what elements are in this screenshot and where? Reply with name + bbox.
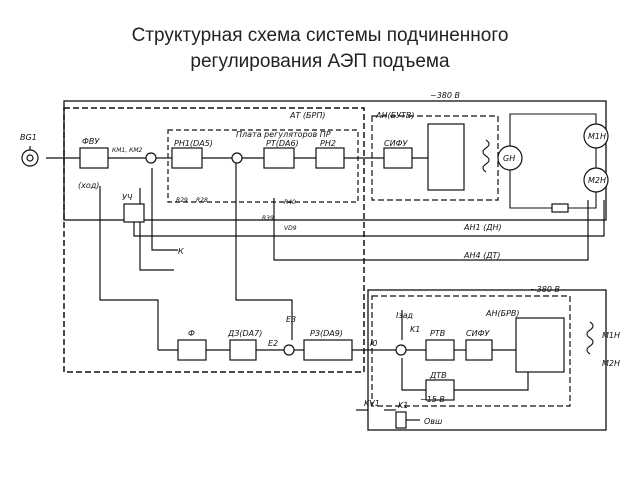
label-m15: −15 В xyxy=(420,395,445,404)
label-gn: GН xyxy=(503,154,515,163)
frame-an-brv xyxy=(371,295,571,407)
label-m2n: М2Н xyxy=(588,176,606,185)
label-an-butv: АН(БУТВ) xyxy=(375,111,414,120)
sensor-bg1 xyxy=(21,146,39,167)
label-plata: Плата регуляторов ПР xyxy=(236,130,331,139)
label-rtv: РТВ xyxy=(430,329,445,338)
label-r39: R39 xyxy=(262,215,274,222)
label-r40: R40 xyxy=(284,199,296,206)
label-an4-dt: АН4 (ДТ) xyxy=(463,251,501,260)
label-rn1: РН1(DA5) xyxy=(174,139,213,148)
sum-junction-2 xyxy=(231,152,243,164)
label-at-brp: АТ (БРП) xyxy=(289,111,325,120)
label-dz: ДЗ(DA7) xyxy=(227,329,262,338)
block-bridge-bottom xyxy=(515,317,565,373)
label-380-bottom: ~380 В xyxy=(530,285,560,294)
frame-outer-bottom xyxy=(367,289,607,431)
label-e2: Е2 xyxy=(268,339,278,348)
label-bg1: BG1 xyxy=(20,133,37,142)
block-sifu xyxy=(383,147,413,169)
feedback-an4 xyxy=(273,198,589,261)
label-380-top: ~380 В xyxy=(430,91,460,100)
label-r28: R28 xyxy=(196,197,208,204)
label-k1: K1 xyxy=(410,325,420,334)
label-rn2: РН2 xyxy=(320,139,336,148)
label-khod: (ход) xyxy=(78,181,99,190)
sum-junction-4 xyxy=(395,344,407,356)
diagram-title-line2: регулирования АЭП подъема xyxy=(190,51,450,72)
label-km: КМ1, КМ2 xyxy=(112,147,143,154)
label-m2n2: М2Н xyxy=(602,359,620,368)
block-dz xyxy=(229,339,257,361)
block-dtv xyxy=(425,379,455,401)
label-fvu: ФВУ xyxy=(82,137,100,146)
frame-plata xyxy=(167,129,359,203)
block-rtv xyxy=(425,339,455,361)
block-rn1 xyxy=(171,147,203,169)
label-sifu: СИФУ xyxy=(384,139,408,148)
label-ovsh: Овш xyxy=(424,417,443,426)
feedback-an1 xyxy=(133,200,605,237)
label-rz: РЗ(DA9) xyxy=(310,329,343,338)
label-sifu2: СИФУ xyxy=(466,329,490,338)
label-uch: УЧ xyxy=(122,193,133,202)
label-kv1: KV1 xyxy=(364,399,380,408)
label-k: К xyxy=(178,247,184,256)
label-izad: Iзад xyxy=(396,311,414,320)
label-m1n: М1Н xyxy=(588,132,606,141)
frame-outer-top xyxy=(63,100,607,221)
label-an-brv: АН(БРВ) xyxy=(485,309,520,318)
block-rt xyxy=(263,147,295,169)
label-dtv: ДТВ xyxy=(429,371,447,380)
frame-at-brp xyxy=(63,107,365,373)
label-vd9: VD9 xyxy=(284,225,297,232)
label-r29: R29 xyxy=(176,197,188,204)
label-k1b: K1 xyxy=(398,401,408,410)
label-f: Ф xyxy=(188,329,195,338)
block-f xyxy=(177,339,207,361)
block-k1-relay xyxy=(395,411,407,429)
label-e3: Е3 xyxy=(286,315,296,324)
block-thyristor-bridge xyxy=(427,123,465,191)
block-rn2 xyxy=(315,147,345,169)
label-i0: I0 xyxy=(370,339,377,348)
label-an1-dn: АН1 (ДН) xyxy=(463,223,502,232)
label-m1n2: М1Н xyxy=(602,331,620,340)
label-rt: РТ(DA6) xyxy=(266,139,299,148)
block-rz xyxy=(303,339,353,361)
diagram-title-line1: Структурная схема системы подчиненного xyxy=(131,25,509,46)
block-uch xyxy=(123,203,145,223)
block-fvu xyxy=(79,147,109,169)
sum-junction-3 xyxy=(283,344,295,356)
sum-junction-1 xyxy=(145,152,157,164)
block-sifu2 xyxy=(465,339,493,361)
